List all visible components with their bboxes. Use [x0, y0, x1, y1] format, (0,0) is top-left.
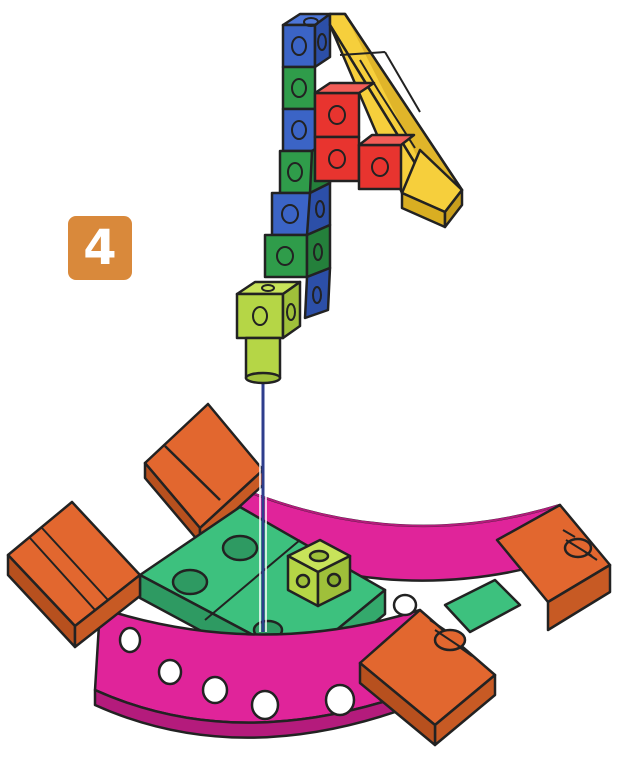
step-number-badge: 4 [68, 216, 132, 280]
lime-connector-peg [237, 282, 300, 383]
rear-connector-bar [445, 580, 520, 632]
rocker-base-icon [8, 404, 610, 745]
flag-assembly-icon [237, 14, 462, 383]
